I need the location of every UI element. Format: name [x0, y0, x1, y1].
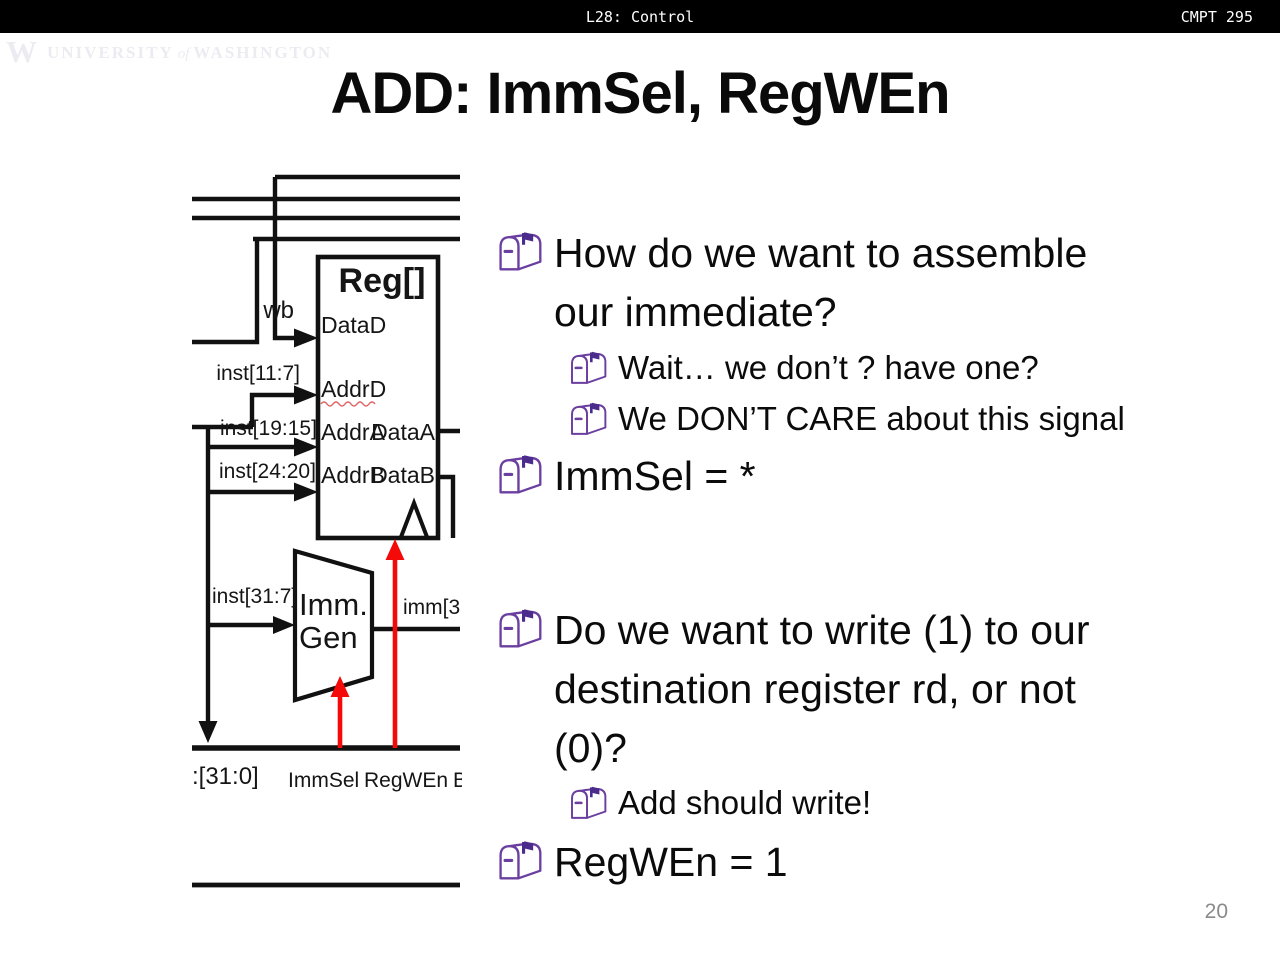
wb-label: wb — [262, 297, 294, 324]
bullet-text: Add should write! — [618, 784, 872, 821]
mailbox-icon — [569, 349, 611, 386]
immgen-label-2: Gen — [299, 620, 358, 655]
watermark-of: of — [177, 46, 190, 62]
port-datad: DataD — [321, 312, 386, 338]
port-addra: AddrA — [321, 419, 386, 445]
bullet-regwen: RegWEn = 1 — [497, 833, 788, 892]
lecture-title: L28: Control — [585, 8, 695, 26]
bullet-text: We DON’T CARE about this signal — [618, 400, 1125, 437]
mailbox-icon — [569, 400, 611, 437]
register-file-box — [315, 254, 441, 541]
bullet-assemble: How do we want to assemble our immediate… — [497, 224, 1087, 342]
bullet-text: RegWEn = 1 — [554, 839, 788, 885]
inst-19-15-label: inst[19:15] — [220, 417, 317, 440]
reg-box-title: Reg[] — [339, 262, 426, 300]
mailbox-icon — [569, 784, 611, 821]
inst-11-7-label: inst[11:7] — [216, 362, 300, 385]
imm-gen-box — [292, 548, 375, 703]
watermark-washington: WASHINGTON — [193, 43, 333, 62]
immsel-arrowhead — [330, 676, 350, 697]
b-cut-label: B — [453, 769, 462, 792]
mailbox-icon — [497, 452, 547, 496]
bullet-text: ImmSel = * — [554, 453, 756, 499]
course-code: CMPT 295 — [1180, 8, 1253, 26]
regwen-arrowhead — [385, 539, 405, 560]
bullet-immsel: ImmSel = * — [497, 447, 756, 506]
watermark-university: UNIVERSITY — [47, 43, 174, 62]
port-addrd: AddrD — [321, 376, 386, 402]
datapath-diagram: Reg[] wb DataD AddrD AddrA DataA AddrB D… — [185, 165, 462, 895]
datapath-svg: Reg[] wb DataD AddrD AddrA DataA AddrB D… — [192, 174, 462, 888]
port-datab: DataB — [371, 462, 435, 488]
bullet-wait: Wait… we don’t ? have one? — [569, 346, 1039, 390]
bullet-text: How do we want to assemble our immediate… — [554, 230, 1088, 335]
uw-logo: W — [6, 34, 37, 69]
inst-31-7-label: inst[31:7] — [212, 585, 297, 608]
bus-label: :[31:0] — [192, 763, 259, 790]
addrd-squiggle — [320, 401, 376, 407]
port-addrb: AddrB — [321, 462, 385, 488]
page-title: ADD: ImmSel, RegWEn — [330, 61, 950, 126]
bullet-text: Wait… we don’t ? have one? — [618, 349, 1039, 386]
top-bar: L28: Control CMPT 295 — [0, 0, 1280, 33]
regwen-label: RegWEn — [364, 769, 448, 792]
imm-out-label: imm[3 — [403, 596, 460, 619]
mailbox-icon — [497, 229, 547, 273]
mailbox-icon — [497, 606, 547, 650]
port-dataa: DataA — [371, 419, 436, 445]
bullet-text: Do we want to write (1) to our destinati… — [554, 607, 1090, 771]
bullet-dont-care: We DON’T CARE about this signal — [569, 397, 1125, 441]
page-number: 20 — [1204, 900, 1228, 923]
mailbox-icon — [497, 838, 547, 882]
immsel-label: ImmSel — [288, 769, 359, 792]
bullet-add-should-write: Add should write! — [569, 781, 871, 825]
bullet-write-question: Do we want to write (1) to our destinati… — [497, 601, 1089, 778]
immgen-label-1: Imm. — [299, 587, 368, 622]
inst-24-20-label: inst[24:20] — [219, 460, 316, 483]
